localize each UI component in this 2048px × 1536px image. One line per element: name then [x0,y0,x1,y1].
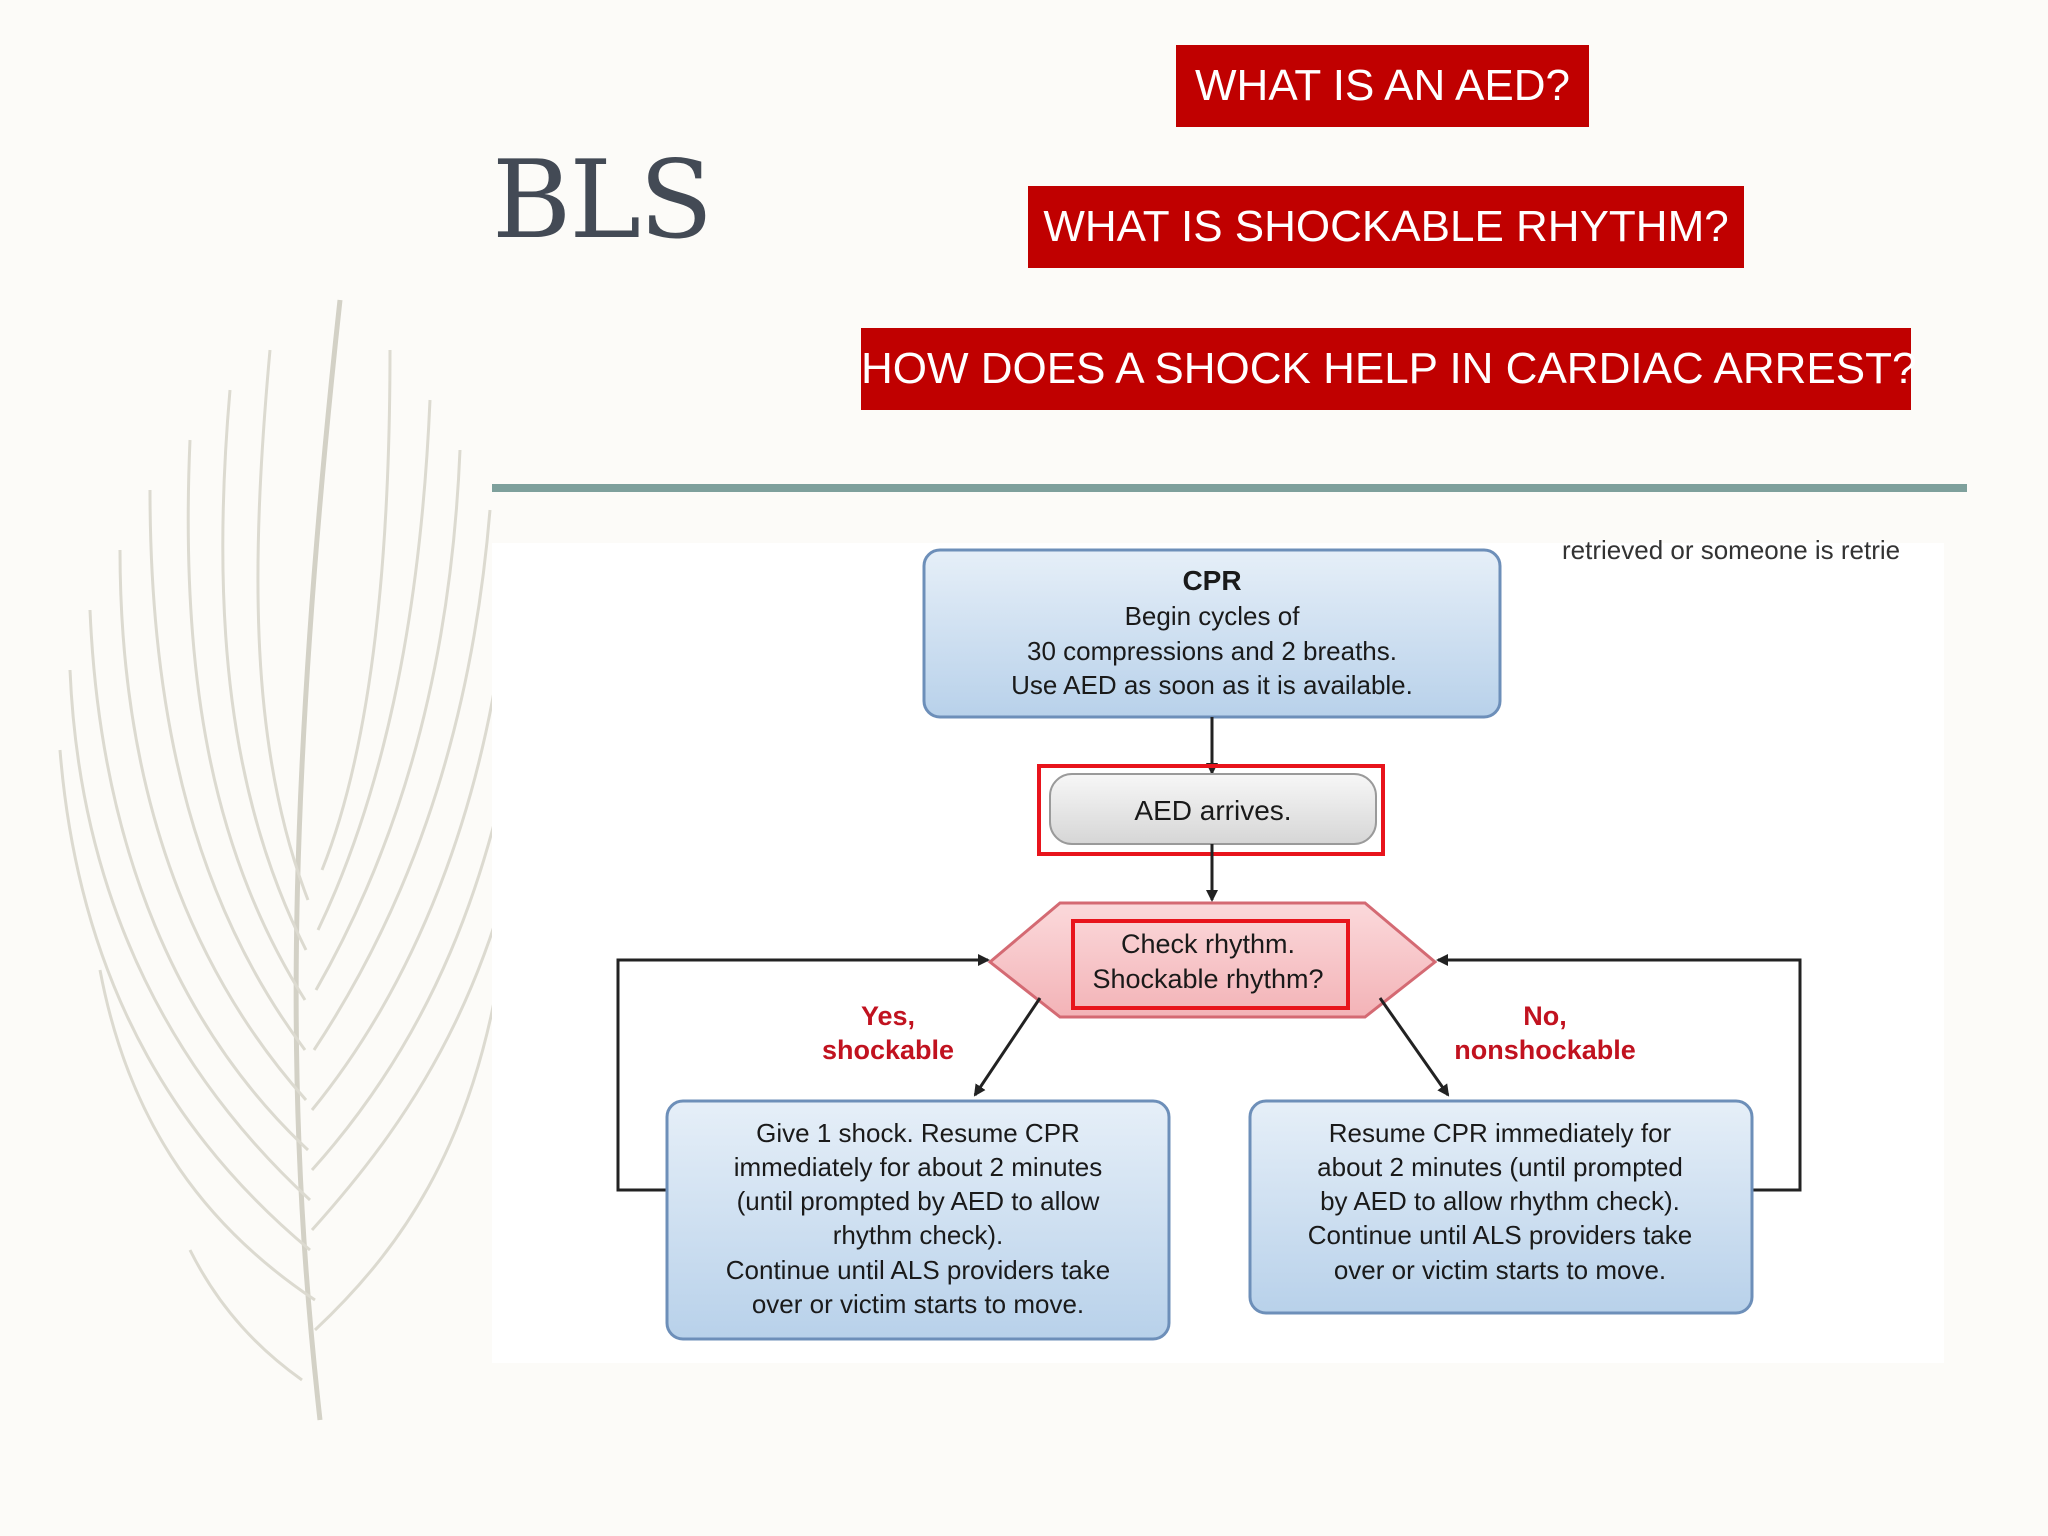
question-shock-cardiac-arrest: HOW DOES A SHOCK HELP IN CARDIAC ARREST? [861,328,1916,410]
cpr-box-line: 30 compressions and 2 breaths. [1027,636,1397,666]
aed-box-label: AED arrives. [1134,795,1291,826]
shock-action-line: immediately for about 2 minutes [734,1152,1103,1182]
shockable-highlight-frame [1071,919,1350,1010]
cpr-action-line: about 2 minutes (until prompted [1317,1152,1683,1182]
shock-action-line: (until prompted by AED to allow [737,1186,1100,1216]
shock-action-box [665,1099,1171,1341]
divider-line [492,484,1967,492]
shock-action-line: over or victim starts to move. [752,1289,1084,1319]
shock-action-line: Give 1 shock. Resume CPR [756,1118,1080,1148]
no-branch-label: No, [1523,1001,1567,1031]
cpr-box-line: Begin cycles of [1125,601,1301,631]
decision-shape [987,901,1438,1019]
feather-decoration [58,299,542,1421]
shock-action-line: rhythm check). [833,1220,1004,1250]
slide-title: BLS [492,138,713,263]
shock-action-line: Continue until ALS providers take [726,1255,1110,1285]
cpr-box-line: Use AED as soon as it is available. [1011,670,1413,700]
loop-arrow-left [616,954,990,1192]
arrow-to-cpr-box [1378,997,1450,1097]
cpr-action-line: Resume CPR immediately for [1329,1118,1672,1148]
cpr-action-line: over or victim starts to move. [1334,1255,1666,1285]
cpr-action-line: by AED to allow rhythm check). [1320,1186,1680,1216]
cropped-corner-text: retrieved or someone is retrie [1562,535,1901,563]
decision-line: Check rhythm. [1121,929,1295,959]
loop-arrow-right [1436,954,1802,1192]
cpr-action-box [1248,1099,1754,1315]
cpr-box-title: CPR [1182,565,1241,596]
question-what-is-aed: WHAT IS AN AED? [1176,45,1589,127]
cpr-action-line: Continue until ALS providers take [1308,1220,1692,1250]
arrow-to-shock-box [973,997,1042,1097]
question-shockable-rhythm: WHAT IS SHOCKABLE RHYTHM? [1028,186,1744,268]
decision-line: Shockable rhythm? [1092,964,1323,994]
yes-branch-label: shockable [822,1035,954,1065]
no-branch-label: nonshockable [1454,1035,1636,1065]
yes-branch-label: Yes, [861,1001,915,1031]
